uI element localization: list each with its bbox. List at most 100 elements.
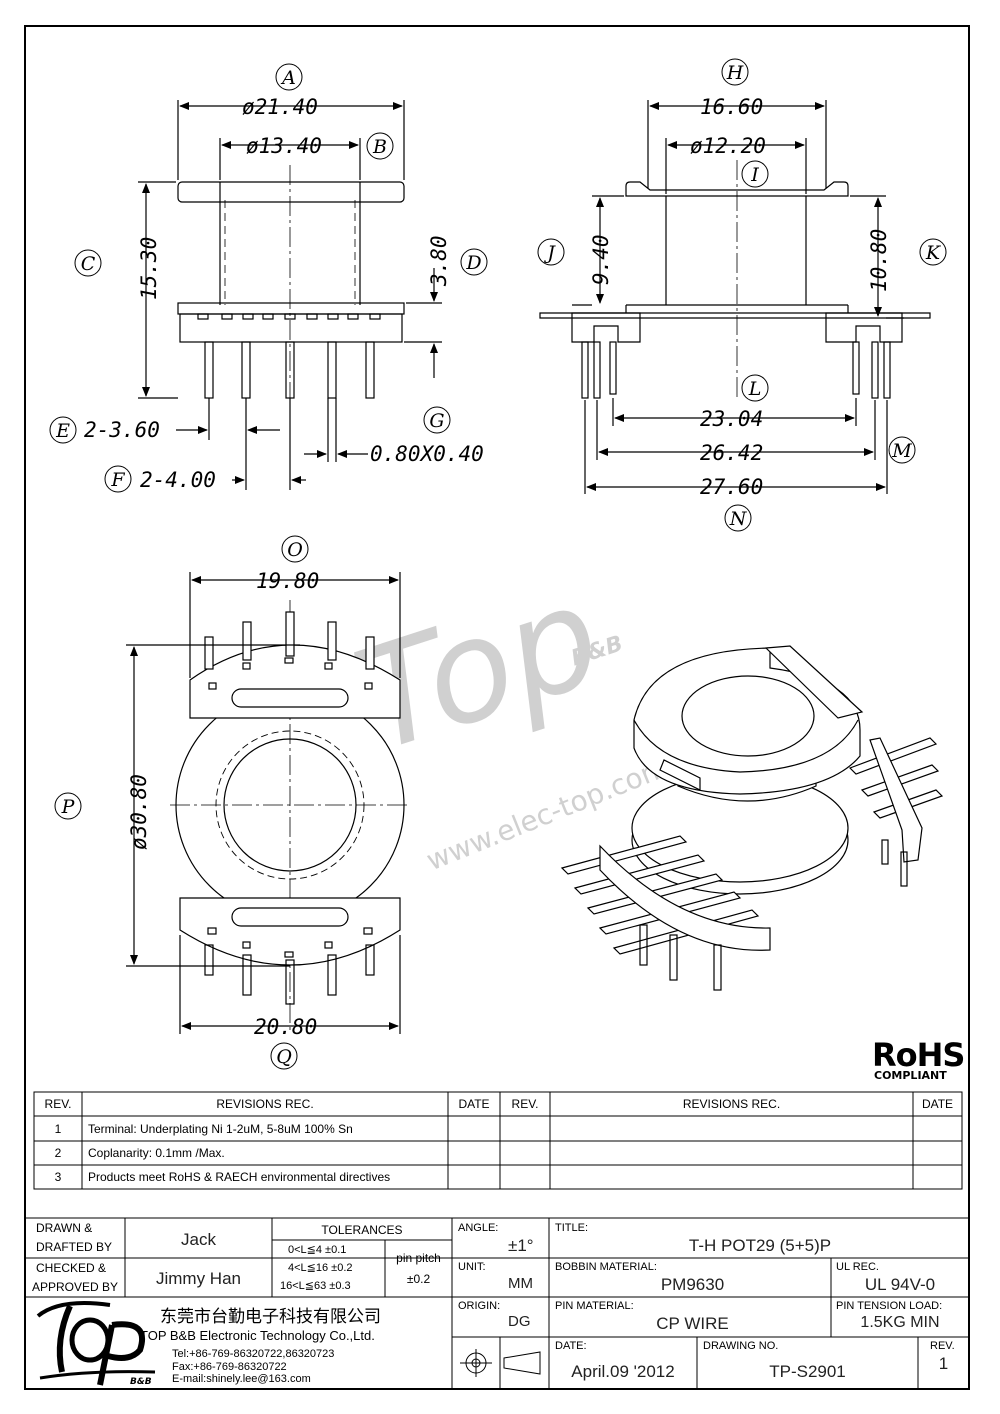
dim-I-value: ø12.20 — [690, 134, 766, 158]
rev-header-date-right: DATE — [921, 1097, 954, 1111]
dim-P-value: ø30.80 — [127, 774, 151, 850]
tolerances-label: TOLERANCES — [321, 1223, 403, 1237]
rev-row-2-text: Coplanarity: 0.1mm /Max. — [88, 1146, 225, 1160]
date-value: April.09 '2012 — [571, 1362, 675, 1381]
drawn-label-2: DRAFTED BY — [36, 1240, 113, 1254]
dim-F-value: 2-4.00 — [140, 468, 216, 492]
top-view — [126, 572, 410, 1034]
iso-pins-right — [848, 737, 944, 887]
dim-N-value: 27.60 — [700, 475, 763, 499]
label-D: D — [465, 252, 481, 274]
tolerance-row-3: 16<L≦63 ±0.3 — [280, 1280, 351, 1292]
reference-letters: A B C D E F G H I J K L M N O P Q — [55, 62, 942, 1068]
label-C: C — [81, 253, 96, 275]
label-O: O — [287, 539, 303, 561]
rev-row-1-rev: 1 — [54, 1122, 62, 1136]
isometric-view — [560, 645, 944, 991]
pin-tension-label: PIN TENSION LOAD: — [836, 1300, 943, 1312]
tolerance-row-2: 4<L≦16 ±0.2 — [288, 1262, 353, 1274]
bobbin-material-label: BOBBIN MATERIAL: — [555, 1261, 657, 1273]
unit-label: UNIT: — [458, 1261, 486, 1273]
rev-header-rev-left: REV. — [44, 1097, 72, 1111]
iso-pins-left — [560, 835, 771, 991]
unit-value: MM — [508, 1275, 533, 1292]
projection-symbol — [460, 1349, 541, 1377]
rev-row-1-text: Terminal: Underplating Ni 1-2uM, 5-8uM 1… — [88, 1122, 353, 1136]
rohs-compliant: COMPLIANT — [874, 1069, 947, 1082]
pin-pitch-tolerance: ±0.2 — [406, 1272, 431, 1286]
drawing-no-value: TP-S2901 — [769, 1362, 846, 1381]
tolerance-row-1: 0<L≦4 ±0.1 — [288, 1244, 347, 1256]
pin-pitch-label: pin pitch — [396, 1251, 441, 1265]
bobbin-material: PM9630 — [660, 1275, 725, 1294]
dim-E-value: 2-3.60 — [84, 418, 160, 442]
label-B: B — [372, 136, 387, 158]
reference-labels — [49, 58, 947, 1070]
company-name-cn: 东莞市台勤电子科技有限公司 — [160, 1307, 381, 1327]
checked-by: Jimmy Han — [155, 1269, 241, 1288]
pin-slot-row — [197, 313, 381, 320]
label-E: E — [55, 420, 70, 442]
company-tel: Tel:+86-769-86320722,86320723 — [172, 1348, 335, 1360]
dim-O-value: 19.80 — [256, 569, 319, 593]
rev-header-text-left: REVISIONS REC. — [216, 1097, 314, 1111]
rev-label: REV. — [930, 1340, 955, 1352]
dim-H-value: 16.60 — [700, 95, 763, 119]
label-P: P — [61, 796, 76, 818]
rev-header-date-left: DATE — [458, 1097, 490, 1111]
drawing-title: T-H POT29 (5+5)P — [688, 1236, 832, 1255]
label-K: K — [925, 242, 942, 264]
ul-rec-value: UL 94V-0 — [864, 1275, 936, 1294]
checked-label-1: CHECKED & — [36, 1261, 107, 1275]
checked-label-2: APPROVED BY — [32, 1280, 119, 1294]
angle-label: ANGLE: — [458, 1222, 499, 1234]
dim-D-value: 3.80 — [427, 235, 451, 287]
title-block-grid — [25, 1217, 969, 1389]
dim-C-value: 15.30 — [137, 237, 161, 300]
dim-A-value: ø21.40 — [242, 95, 318, 119]
dim-J-value: 9.40 — [589, 234, 613, 285]
label-A: A — [280, 67, 296, 89]
dim-M-value: 26.42 — [700, 441, 763, 465]
label-I: I — [750, 164, 759, 186]
pin-material-label: PIN MATERIAL: — [555, 1300, 634, 1312]
origin-value: DG — [508, 1313, 531, 1330]
drawn-by: Jack — [181, 1230, 216, 1249]
dim-L-value: 23.04 — [700, 407, 763, 431]
rev-row-2-rev: 2 — [54, 1146, 62, 1160]
company-logo: B&B — [36, 1301, 156, 1387]
dimension-texts: ø21.40 ø13.40 15.30 3.80 2-3.60 2-4.00 0… — [84, 95, 891, 1039]
origin-label: ORIGIN: — [458, 1300, 501, 1312]
rev-row-3-text: Products meet RoHS & RAECH environmental… — [88, 1170, 391, 1184]
dim-G-value: 0.80X0.40 — [370, 442, 484, 466]
logo-sub: B&B — [130, 1377, 152, 1387]
rev-value: 1 — [938, 1354, 949, 1373]
label-L: L — [748, 378, 762, 400]
side-pins — [581, 341, 891, 399]
rev-row-3-rev: 3 — [54, 1170, 62, 1184]
dim-Q-value: 20.80 — [254, 1015, 317, 1039]
front-view — [138, 100, 442, 490]
rohs-badge: RoHS COMPLIANT — [872, 1036, 965, 1082]
drawing-no-label: DRAWING NO. — [703, 1340, 779, 1352]
title-label: TITLE: — [555, 1222, 589, 1234]
ul-rec-label: UL REC. — [836, 1261, 879, 1273]
label-G: G — [429, 410, 444, 432]
angle-value: ±1° — [508, 1236, 534, 1255]
label-F: F — [110, 469, 125, 491]
revision-table-grid — [33, 1091, 963, 1190]
side-view — [539, 100, 931, 494]
dim-B-value: ø13.40 — [246, 134, 322, 158]
rev-header-text-right: REVISIONS REC. — [682, 1097, 781, 1111]
label-H: H — [726, 62, 744, 84]
rev-header-rev-right: REV. — [511, 1097, 539, 1111]
drawn-label-1: DRAWN & — [36, 1221, 93, 1235]
company-email: E-mail:shinely.lee@163.com — [172, 1373, 311, 1385]
rohs-mark: RoHS — [872, 1036, 964, 1074]
label-N: N — [729, 508, 748, 530]
pin-tension-value: 1.5KG MIN — [860, 1314, 940, 1331]
